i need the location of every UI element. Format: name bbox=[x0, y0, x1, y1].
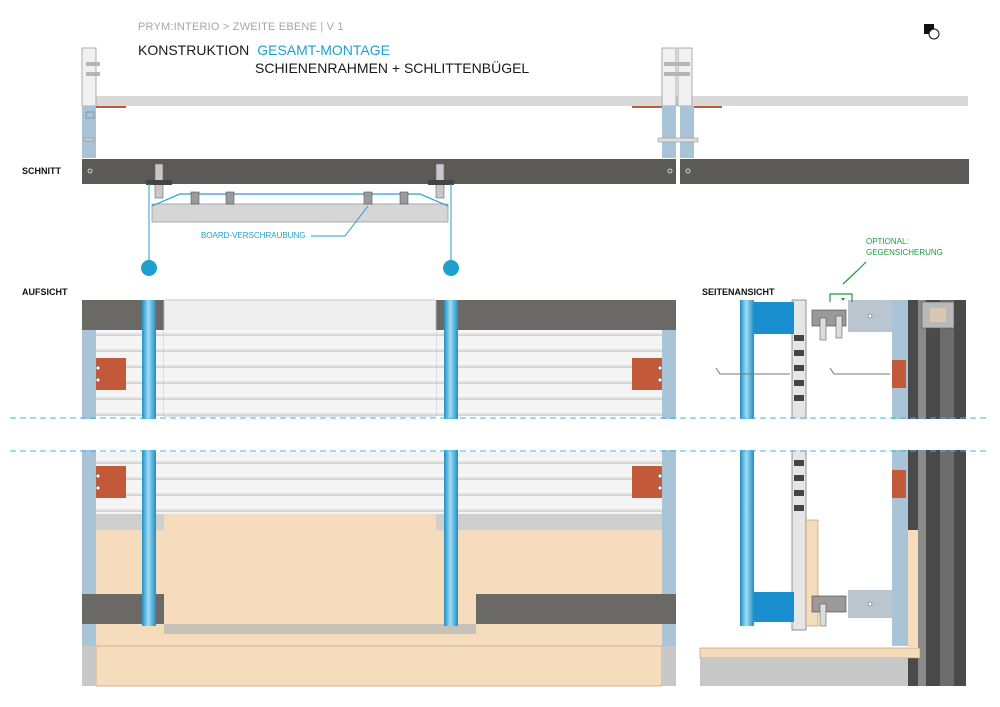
tube-right bbox=[444, 300, 458, 626]
breadcrumb: PRYM:INTERIO > ZWEITE EBENE | V 1 bbox=[138, 21, 344, 33]
leader-lines bbox=[148, 184, 452, 260]
page-title: KONSTRUKTION GESAMT-MONTAGE bbox=[138, 42, 390, 58]
tube-left bbox=[142, 300, 156, 626]
optional-label: OPTIONAL: GEGENSICHERUNG bbox=[866, 236, 943, 258]
optional-label-line1: OPTIONAL: bbox=[866, 237, 909, 246]
optional-label-line2: GEGENSICHERUNG bbox=[866, 248, 943, 257]
board-screws-label: BOARD-VERSCHRAUBUNG bbox=[199, 231, 308, 240]
side-tube bbox=[740, 300, 754, 626]
title-accent: GESAMT-MONTAGE bbox=[257, 42, 390, 58]
top-view bbox=[82, 299, 676, 687]
title-text: KONSTRUKTION bbox=[138, 42, 250, 58]
section-label-seitenansicht: SEITENANSICHT bbox=[702, 287, 775, 297]
section-marker-left-icon bbox=[141, 260, 157, 276]
carriage-bracket bbox=[146, 163, 454, 223]
rail-right bbox=[680, 159, 969, 184]
section-view bbox=[81, 47, 969, 276]
corner-logo-icon bbox=[924, 24, 940, 40]
break-gap bbox=[0, 419, 1000, 450]
rail-left bbox=[82, 159, 676, 184]
optional-lock-marker bbox=[829, 261, 867, 302]
page-subtitle: SCHIENENRAHMEN + SCHLITTENBÜGEL bbox=[255, 60, 530, 76]
ceiling-band bbox=[82, 96, 968, 106]
section-label-schnitt: SCHNITT bbox=[22, 166, 61, 176]
section-label-aufsicht: AUFSICHT bbox=[22, 287, 68, 297]
left-wall-profile bbox=[81, 47, 126, 158]
break-lines bbox=[10, 417, 990, 452]
wall-brackets bbox=[95, 358, 663, 498]
center-joint-profile bbox=[632, 47, 722, 158]
section-marker-right-icon bbox=[443, 260, 459, 276]
side-view bbox=[699, 261, 966, 686]
